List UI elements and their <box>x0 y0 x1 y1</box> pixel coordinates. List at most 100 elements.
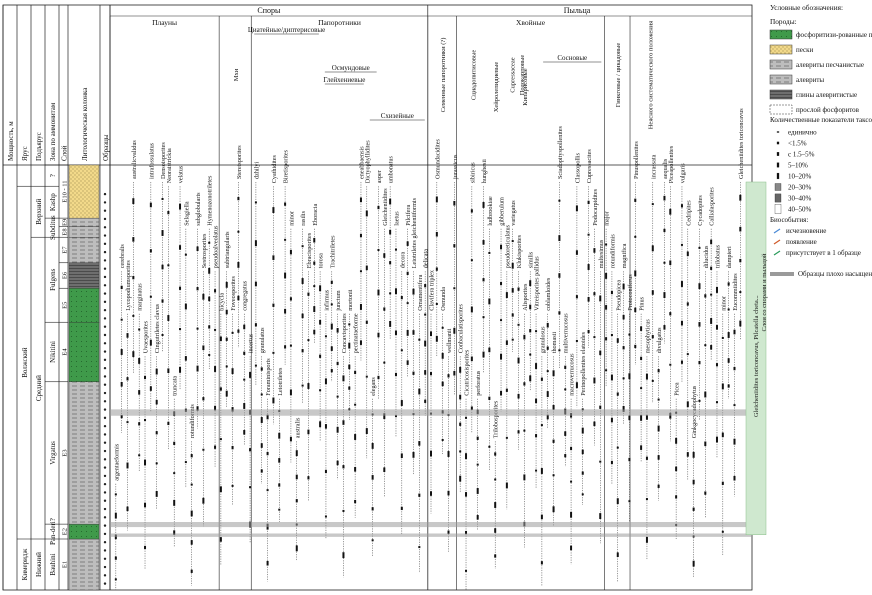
taxon-occurrence <box>219 336 222 342</box>
taxon-occurrence <box>581 493 584 496</box>
legend-count-label: с 1.5–5% <box>788 151 815 159</box>
taxon-occurrence <box>447 530 450 534</box>
taxon-occurrence <box>138 390 141 395</box>
taxon-occurrence <box>383 467 386 473</box>
poor-sample-band <box>110 409 752 416</box>
sample-dot <box>103 540 107 544</box>
taxon-occurrence <box>184 303 187 310</box>
sample-dot <box>103 259 107 262</box>
sample-dot <box>103 342 107 345</box>
taxon-occurrence <box>424 399 427 403</box>
sample-dot <box>103 557 107 560</box>
taxon-occurrence <box>149 386 152 391</box>
taxon-name: minor <box>288 211 295 226</box>
taxon-occurrence <box>319 354 322 358</box>
taxon-occurrence <box>599 295 602 302</box>
taxon-name: pseudoreticulatus <box>504 224 511 268</box>
taxon-name: Cyathidites <box>271 154 278 183</box>
taxon-occurrence <box>535 398 538 404</box>
taxon-occurrence <box>324 335 327 338</box>
taxon-occurrence <box>430 450 432 457</box>
taxon-occurrence <box>295 450 298 457</box>
taxon-occurrence <box>114 578 117 581</box>
taxon-occurrence <box>470 306 473 313</box>
taxon-name: minor <box>720 296 727 311</box>
taxon-occurrence <box>540 424 543 427</box>
legend-rocks-title: Породы: <box>770 17 797 26</box>
taxon-occurrence <box>354 434 357 440</box>
taxon-occurrence <box>406 302 409 305</box>
taxon-occurrence <box>558 349 561 352</box>
taxon-occurrence <box>208 296 211 302</box>
taxon-occurrence <box>173 530 176 535</box>
taxon-occurrence <box>640 414 643 421</box>
taxon-occurrence <box>546 322 549 328</box>
taxon-name: Cupressacites <box>586 149 593 184</box>
taxon-occurrence <box>663 325 666 330</box>
taxon-occurrence <box>219 387 222 391</box>
legend-count-label: единично <box>788 129 817 137</box>
lithology-bed <box>68 217 100 227</box>
legend-rock-label: глины алевритистые <box>796 91 857 99</box>
taxon-name: Selagiella <box>183 201 190 226</box>
taxon-occurrence <box>721 336 724 339</box>
legend-count-label: 10–20% <box>788 173 812 181</box>
taxon-name: Stereisporites <box>236 145 243 179</box>
taxon-occurrence <box>114 556 117 560</box>
taxon-occurrence <box>500 244 503 250</box>
taxon-occurrence <box>692 451 695 458</box>
taxon-occurrence <box>663 228 666 233</box>
sample-dot <box>103 466 107 469</box>
taxon-name: Pinuspollenites <box>633 141 640 179</box>
taxon-occurrence <box>330 303 333 306</box>
taxon-occurrence <box>686 302 689 306</box>
taxon-occurrence <box>675 437 678 444</box>
taxon-occurrence <box>628 457 631 462</box>
taxon-occurrence <box>120 414 123 419</box>
taxon-occurrence <box>301 349 304 353</box>
taxon-occurrence <box>243 324 246 330</box>
layer-label: E6 <box>62 271 69 279</box>
taxon-occurrence <box>319 285 322 292</box>
taxon-occurrence <box>739 258 742 263</box>
taxon-occurrence <box>114 512 117 519</box>
taxon-occurrence <box>616 446 619 449</box>
taxon-occurrence <box>307 476 310 480</box>
taxon-name: trilobatus <box>714 244 721 268</box>
taxon-occurrence <box>225 365 228 368</box>
taxon-occurrence <box>278 483 281 487</box>
taxon-occurrence <box>739 194 742 201</box>
taxon-occurrence <box>173 472 176 475</box>
taxon-occurrence <box>587 264 590 270</box>
taxon-occurrence <box>149 295 152 298</box>
taxon-occurrence <box>628 500 631 503</box>
sample-dot <box>103 549 107 552</box>
taxon-occurrence <box>319 421 322 428</box>
lithology-bed <box>68 226 100 238</box>
taxon-occurrence <box>704 441 707 447</box>
taxon-occurrence <box>214 366 217 372</box>
taxon-occurrence <box>540 377 543 381</box>
taxon-occurrence <box>645 498 648 501</box>
taxon-occurrence <box>284 272 287 279</box>
taxon-occurrence <box>581 471 584 475</box>
taxon-occurrence <box>400 295 403 300</box>
taxon-occurrence <box>167 264 170 267</box>
taxon-name: thomasii <box>551 332 558 354</box>
taxon-occurrence <box>721 383 724 390</box>
taxon-occurrence <box>196 246 199 252</box>
taxon-occurrence <box>126 421 129 424</box>
taxon-occurrence <box>459 450 462 453</box>
taxon-occurrence <box>686 401 689 408</box>
taxon-occurrence <box>383 413 386 420</box>
taxon-occurrence <box>418 338 421 341</box>
legend-count-label: 30–40% <box>788 195 812 203</box>
substage-label: Средний <box>35 375 43 401</box>
taxon-occurrence <box>266 560 269 566</box>
taxon-occurrence <box>470 406 473 410</box>
taxon-occurrence <box>418 388 421 395</box>
taxon-occurrence <box>535 363 538 369</box>
taxon-occurrence <box>272 207 275 213</box>
taxon-occurrence <box>669 208 672 215</box>
taxon-name: Alisporites <box>522 283 529 311</box>
